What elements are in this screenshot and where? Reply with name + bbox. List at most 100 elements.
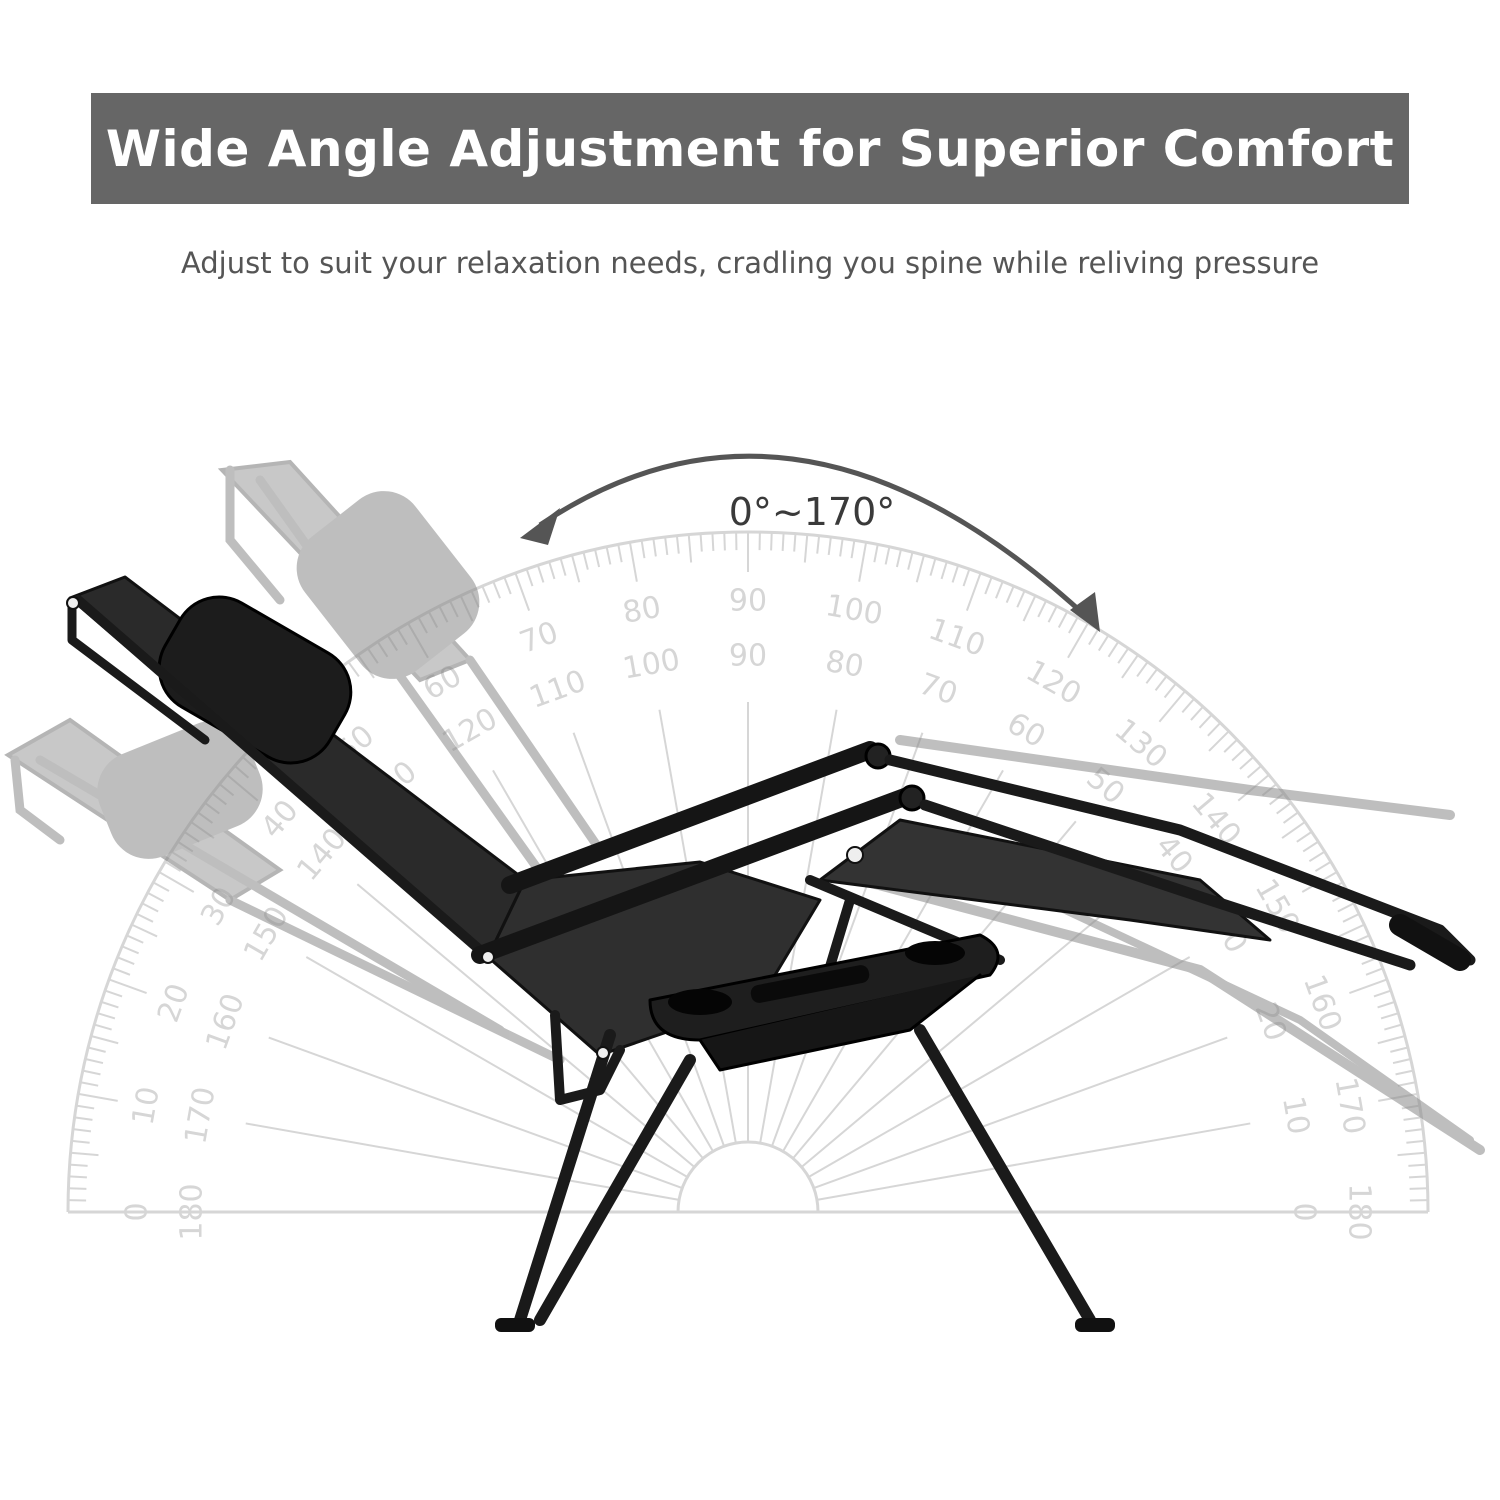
- protractor-ray: [816, 1122, 1251, 1201]
- angle-range-label: 0°~170°: [729, 490, 896, 534]
- protractor-tick: [1158, 690, 1186, 723]
- protractor-tick: [347, 661, 360, 678]
- protractor-tick: [548, 561, 556, 580]
- protractor-tick: [87, 1046, 106, 1053]
- protractor-inner-label: 160: [199, 989, 251, 1055]
- protractor-tick: [100, 1000, 119, 1009]
- protractor-inner-label: 120: [436, 701, 503, 760]
- protractor-tick: [839, 538, 844, 557]
- protractor-tick: [1208, 730, 1230, 752]
- protractor-tick: [1005, 585, 1015, 604]
- protractor-tick: [1384, 1023, 1402, 1031]
- protractor-tick: [559, 558, 567, 576]
- protractor-tick: [80, 1081, 99, 1087]
- protractor-tick: [117, 956, 135, 965]
- protractor-tick: [723, 532, 726, 551]
- protractor-tick: [1380, 1012, 1399, 1020]
- protractor-tick: [164, 860, 182, 872]
- protractor-tick: [1409, 1175, 1428, 1179]
- protractor-tick: [131, 923, 158, 938]
- protractor-outer-label: 180: [1342, 1183, 1377, 1240]
- banner-title: Wide Angle Adjustment for Superior Comfo…: [105, 119, 1395, 178]
- protractor-tick: [929, 558, 937, 576]
- protractor-tick: [85, 1058, 104, 1065]
- protractor-tick: [1392, 1058, 1411, 1065]
- protractor-tick: [1373, 989, 1392, 998]
- protractor-outer-label: 90: [729, 584, 767, 619]
- protractor-tick: [1022, 595, 1037, 622]
- protractor-tick: [1068, 616, 1079, 634]
- protractor-outer-label: 70: [515, 615, 563, 661]
- protractor-tick: [984, 576, 993, 595]
- protractor-inner-label: 70: [914, 667, 962, 713]
- protractor-tick: [1154, 675, 1168, 691]
- protractor-tick: [72, 1128, 92, 1133]
- protractor-inner-label: 90: [729, 639, 767, 674]
- title-banner: Wide Angle Adjustment for Superior Comfo…: [91, 93, 1409, 204]
- protractor-tick: [1190, 705, 1204, 721]
- protractor-tick: [536, 564, 545, 583]
- protractor-outer-label: 0: [120, 1202, 155, 1221]
- protractor-inner-label: 0: [1287, 1202, 1322, 1221]
- protractor-tick: [1308, 850, 1326, 863]
- protractor-tick: [1338, 923, 1365, 938]
- protractor-tick: [1231, 747, 1247, 762]
- protractor-outer-label: 120: [1020, 653, 1087, 712]
- protractor-tick: [1404, 1128, 1424, 1133]
- protractor-tick: [915, 554, 925, 583]
- protractor-tick: [711, 532, 715, 551]
- protractor-tick: [1246, 765, 1262, 779]
- protractor-tick: [68, 1175, 87, 1179]
- protractor-inner-label: 10: [1275, 1094, 1316, 1138]
- protractor-tick: [1276, 801, 1292, 815]
- main-chair: [66, 575, 1476, 1332]
- protractor-tick: [514, 572, 531, 611]
- protractor-tick: [126, 934, 144, 944]
- protractor-tick: [628, 542, 638, 582]
- protractor-tick: [1047, 605, 1058, 623]
- protractor-outer-label: 10: [126, 1084, 167, 1128]
- ghost-chair-upright: [217, 459, 605, 905]
- protractor-tick: [884, 546, 891, 565]
- protractor-outer-label: 170: [1328, 1075, 1372, 1137]
- protractor-tick: [1377, 1035, 1406, 1045]
- angle-arrow: [520, 453, 1100, 632]
- protractor-tick: [594, 549, 601, 568]
- protractor-tick: [664, 536, 669, 556]
- protractor-tick: [1377, 1000, 1396, 1009]
- protractor-tick: [94, 1023, 112, 1031]
- protractor-ray: [800, 883, 1140, 1168]
- protractor-tick: [1349, 978, 1388, 995]
- protractor-tick: [147, 891, 164, 903]
- protractor-tick: [962, 568, 971, 587]
- protractor-inner-label: 80: [823, 644, 867, 685]
- protractor-tick: [492, 581, 501, 599]
- protractor-ray: [808, 956, 1191, 1178]
- protractor-tick: [850, 540, 856, 559]
- protractor-tick: [1395, 1069, 1414, 1076]
- protractor-inner-label: 100: [620, 642, 682, 686]
- protractor-tick: [1397, 1151, 1426, 1157]
- protractor-tick: [1302, 840, 1319, 853]
- protractor-tick: [1057, 611, 1069, 628]
- protractor-tick: [858, 542, 868, 582]
- protractor-tick: [74, 1116, 93, 1121]
- protractor-tick: [525, 568, 534, 587]
- protractor-tick: [152, 881, 170, 892]
- protractor-tick: [112, 967, 131, 976]
- protractor-tick: [605, 546, 612, 565]
- protractor-tick: [71, 1139, 90, 1144]
- protractor-tick: [1088, 628, 1100, 646]
- protractor-tick: [1121, 654, 1139, 679]
- protractor-tick: [1198, 713, 1213, 729]
- protractor-tick: [1097, 634, 1110, 652]
- protractor-tick: [68, 1187, 87, 1190]
- protractor-tick: [803, 534, 809, 563]
- protractor-tick: [104, 989, 123, 998]
- protractor-tick: [1397, 1081, 1416, 1087]
- subtitle: Adjust to suit your relaxation needs, cr…: [180, 246, 1320, 280]
- protractor-ray: [268, 1036, 683, 1189]
- protractor-tick: [1207, 722, 1222, 737]
- protractor-tick: [675, 535, 680, 554]
- protractor-ray: [245, 1122, 680, 1201]
